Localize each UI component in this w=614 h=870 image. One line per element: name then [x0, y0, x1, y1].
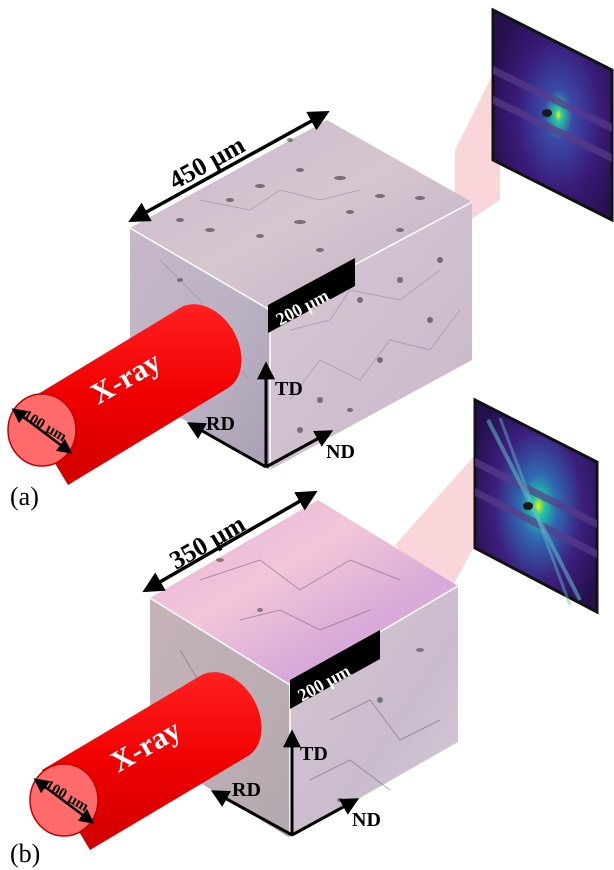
axis-label-rd: RD [232, 779, 261, 801]
axis-label-nd: ND [352, 809, 381, 831]
xray-beam: 100 µm X-ray [29, 672, 262, 850]
cube-top-face [150, 500, 458, 685]
xray-beam: 100 µm X-ray [7, 304, 242, 485]
axis-label-rd: RD [206, 413, 235, 435]
axis-label-td: TD [300, 743, 328, 765]
axis-label-td: TD [275, 378, 303, 400]
scatter-cone [455, 60, 500, 230]
cube-right-face [290, 586, 458, 838]
detector-image [491, 7, 614, 223]
cube-right-face [270, 202, 472, 470]
axes [186, 361, 334, 469]
dimension-arrow [142, 490, 318, 593]
axes [210, 729, 360, 837]
dimension-arrow [128, 110, 330, 223]
axis-label-nd: ND [326, 441, 355, 463]
panel-b: 350 µm 200 µm TD RD ND 100 µm X-ray (b) [10, 397, 599, 868]
detector-image [473, 397, 599, 615]
panel-a: 450 µm 200 µm TD RD ND 100 µm X-ray (a) [7, 7, 614, 511]
panel-label: (b) [10, 839, 40, 868]
panel-label: (a) [10, 482, 39, 511]
